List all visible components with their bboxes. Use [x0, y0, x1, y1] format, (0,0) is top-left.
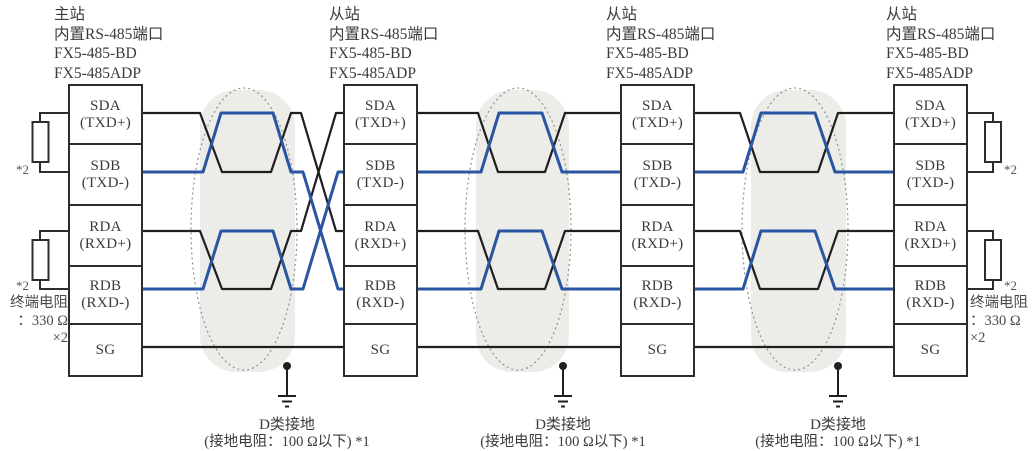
terminal-sda: SDA(TXD+): [895, 86, 966, 145]
model-adp: FX5-485ADP: [329, 64, 416, 82]
model-bd: FX5-485-BD: [54, 45, 137, 62]
terminal-sda: SDA(TXD+): [345, 86, 416, 145]
ground-detail-1: (接地电阻：100 Ω以下) *1: [204, 434, 370, 450]
resistor-marker-right-bottom: *2: [1004, 278, 1017, 293]
port-type: 内置RS-485端口: [886, 25, 996, 43]
resistor-left-bottom: [31, 230, 68, 290]
terminal-rdb: RDB(RXD-): [70, 267, 141, 325]
model-adp: FX5-485ADP: [606, 64, 693, 82]
resistor-left-top: [31, 112, 68, 173]
resistor-marker-left-bottom: *2: [16, 278, 29, 293]
resistor-right-top: [968, 112, 1002, 173]
station-4-header: 从站 内置RS-485端口 FX5-485-BD FX5-485ADP: [886, 5, 995, 83]
ground-label-1: D类接地: [259, 417, 315, 433]
terminal-sdb: SDB(TXD-): [622, 145, 693, 206]
terminal-sdb: SDB(TXD-): [345, 145, 416, 206]
port-type: 内置RS-485端口: [329, 25, 439, 43]
terminating-resistors: [31, 112, 1002, 290]
terminal-sda: SDA(TXD+): [622, 86, 693, 145]
station-4-terminal-box: SDA(TXD+) SDB(TXD-) RDA(RXD+) RDB(RXD-) …: [893, 84, 968, 377]
terminal-rdb: RDB(RXD-): [622, 267, 693, 325]
terminal-rda: RDA(RXD+): [70, 206, 141, 267]
terminal-sdb: SDB(TXD-): [895, 145, 966, 206]
station-role: 从站: [886, 6, 918, 23]
resistor-marker-left-top: *2: [16, 162, 29, 177]
station-3-terminal-box: SDA(TXD+) SDB(TXD-) RDA(RXD+) RDB(RXD-) …: [620, 84, 695, 377]
port-type: 内置RS-485端口: [606, 25, 716, 43]
station-3-header: 从站 内置RS-485端口 FX5-485-BD FX5-485ADP: [606, 5, 715, 83]
terminal-rda: RDA(RXD+): [345, 206, 416, 267]
blue-wires: [143, 111, 893, 291]
model-bd: FX5-485-BD: [329, 45, 412, 62]
termination-note-right: 终端电阻 ：330 Ω ×2: [970, 295, 1028, 346]
station-2-terminal-box: SDA(TXD+) SDB(TXD-) RDA(RXD+) RDB(RXD-) …: [343, 84, 418, 377]
model-bd: FX5-485-BD: [606, 45, 689, 62]
model-adp: FX5-485ADP: [54, 64, 141, 82]
termination-note-left: 终端电阻 ：330 Ω ×2: [10, 295, 68, 346]
station-1-terminal-box: SDA(TXD+) SDB(TXD-) RDA(RXD+) RDB(RXD-) …: [68, 84, 143, 377]
terminal-rdb: RDB(RXD-): [345, 267, 416, 325]
model-bd: FX5-485-BD: [886, 45, 969, 62]
ground-symbol-1: [278, 362, 296, 408]
ground-symbol-2: [554, 362, 572, 408]
station-role: 主站: [54, 6, 86, 23]
resistor-marker-right-top: *2: [1004, 162, 1017, 177]
terminal-rda: RDA(RXD+): [895, 206, 966, 267]
terminal-sg: SG: [370, 341, 391, 358]
terminal-sg: SG: [920, 341, 941, 358]
black-wires: [143, 111, 893, 291]
terminal-rda: RDA(RXD+): [622, 206, 693, 267]
terminal-sg: SG: [647, 341, 668, 358]
resistor-right-bottom: [968, 230, 1002, 290]
station-1-header: 主站 内置RS-485端口 FX5-485-BD FX5-485ADP: [54, 5, 163, 83]
terminal-rdb: RDB(RXD-): [895, 267, 966, 325]
terminal-sda: SDA(TXD+): [70, 86, 141, 145]
ground-label-3: D类接地: [810, 417, 866, 433]
ground-detail-2: (接地电阻：100 Ω以下) *1: [480, 434, 646, 450]
station-2-header: 从站 内置RS-485端口 FX5-485-BD FX5-485ADP: [329, 5, 438, 83]
model-adp: FX5-485ADP: [886, 64, 973, 82]
port-type: 内置RS-485端口: [54, 25, 164, 43]
terminal-sg: SG: [95, 341, 116, 358]
ground-label-2: D类接地: [535, 417, 591, 433]
station-role: 从站: [606, 6, 638, 23]
ground-detail-3: (接地电阻：100 Ω以下) *1: [755, 434, 921, 450]
terminal-sdb: SDB(TXD-): [70, 145, 141, 206]
station-role: 从站: [329, 6, 361, 23]
ground-symbol-3: [829, 362, 847, 408]
